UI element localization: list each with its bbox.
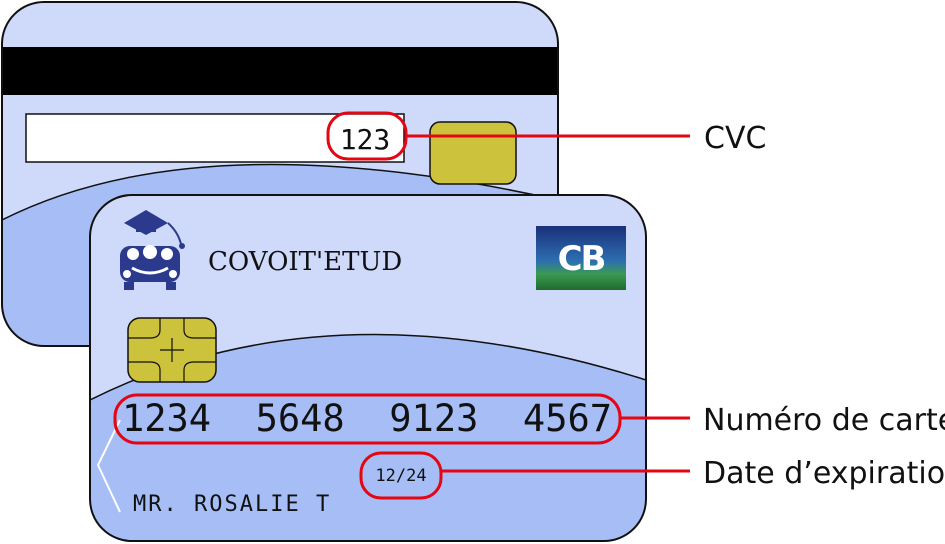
car-logo-icon: [120, 210, 185, 290]
highlights: [113, 111, 690, 500]
cvc-label: CVC: [704, 121, 766, 156]
back-chip: [429, 121, 517, 185]
expiry-date: 12/24: [375, 466, 426, 486]
cb-logo: CB: [536, 226, 626, 290]
signature-strip: [25, 113, 405, 163]
cardholder-name: MR. ROSALIE T: [133, 492, 331, 517]
expiry-highlight: [359, 451, 443, 500]
expiry-label: Date d’expiration: [703, 456, 945, 491]
front-card: COVOIT'ETUD CB 1234 5648 9123 4567 12/24…: [89, 194, 647, 542]
cb-logo-text: CB: [558, 239, 605, 279]
card-number: 1234 5648 9123 4567: [122, 397, 612, 440]
chip-icon: [127, 317, 217, 383]
magnetic-stripe: [2, 47, 558, 95]
cvc-value: 123: [340, 123, 391, 156]
brand-name: COVOIT'ETUD: [208, 247, 402, 277]
card-number-label: Numéro de carte: [703, 403, 945, 438]
